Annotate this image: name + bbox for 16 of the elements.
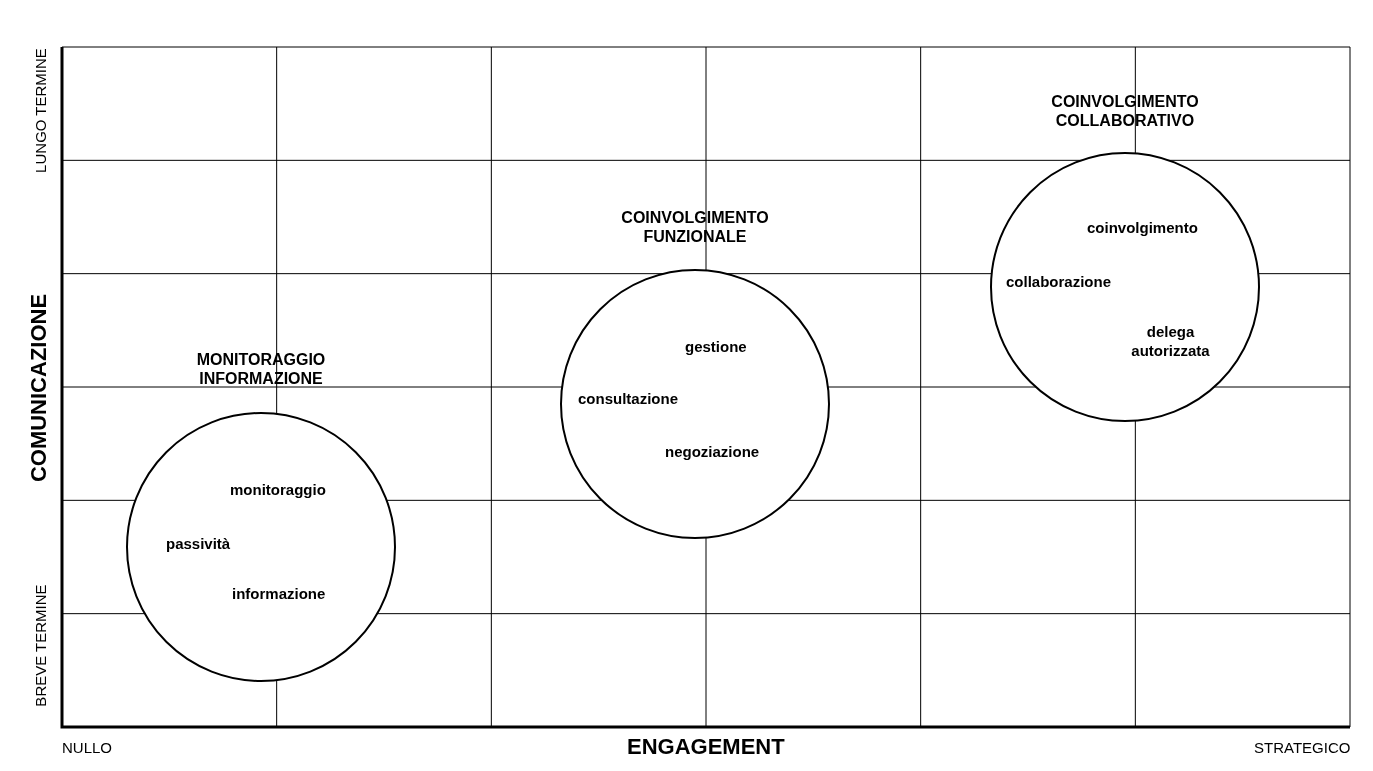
circle-label: delega autorizzata [1130, 322, 1211, 360]
circle-label: monitoraggio [230, 480, 326, 499]
axis-title: ENGAGEMENT [627, 734, 785, 760]
group-title: COINVOLGIMENTO FUNZIONALE [620, 208, 770, 246]
axis-end-label: LUNGO TERMINE [30, 47, 50, 173]
circle-label: coinvolgimento [1087, 218, 1198, 237]
axis-title: COMUNICAZIONE [26, 293, 53, 483]
circle-label: informazione [232, 584, 326, 603]
circle-label: gestione [685, 337, 747, 356]
circle-label: passività [166, 534, 231, 553]
circle-label: consultazione [578, 389, 678, 408]
circle-label: negoziazione [665, 442, 760, 461]
axis-end-label: BREVE TERMINE [30, 583, 50, 707]
axis-end-label: STRATEGICO [1254, 738, 1351, 757]
axis-end-label: NULLO [62, 738, 113, 757]
circle-label: collaborazione [1006, 272, 1112, 291]
